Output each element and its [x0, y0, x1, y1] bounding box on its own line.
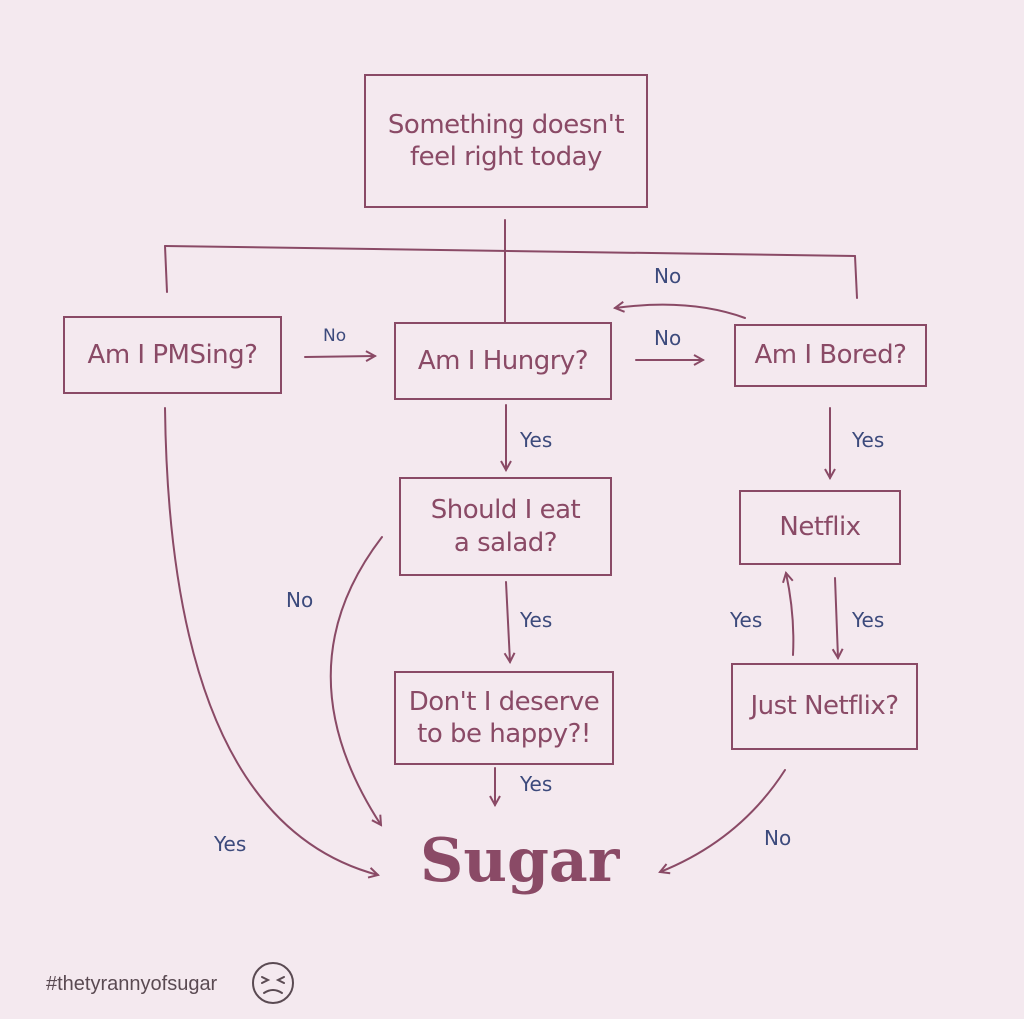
- label-bored-netflix: Yes: [852, 428, 885, 452]
- node-hungry: Am I Hungry?: [394, 322, 612, 400]
- edge-branch-pms: [164, 245, 168, 293]
- node-bored: Am I Bored?: [734, 324, 927, 387]
- label-salad-deserve: Yes: [520, 608, 553, 632]
- edge-branch-bar: [164, 245, 856, 257]
- label-just-netflix: Yes: [730, 608, 763, 632]
- grimace-face-icon: [252, 962, 294, 1004]
- edge-bored-back: [615, 305, 746, 319]
- edge-salad-deserve: [506, 581, 510, 662]
- label-hungry-bored: No: [654, 326, 682, 350]
- edge-branch-bored: [854, 255, 858, 299]
- node-deserve: Don't I deserve to be happy?!: [394, 671, 614, 765]
- hashtag-footer: #thetyrannyofsugar: [46, 973, 218, 995]
- edge-salad-no: [329, 536, 383, 825]
- label-salad-no: No: [286, 588, 314, 612]
- edge-pms-sugar: [164, 407, 378, 875]
- label-just-sugar: No: [764, 826, 792, 850]
- edge-just-netflix: [786, 573, 795, 656]
- label-netflix-just: Yes: [852, 608, 885, 632]
- node-pms: Am I PMSing?: [63, 316, 282, 394]
- node-sugar: Sugar: [420, 826, 620, 896]
- label-pms-sugar: Yes: [214, 832, 247, 856]
- edge-just-sugar: [660, 769, 786, 872]
- node-salad: Should I eat a salad?: [399, 477, 612, 576]
- node-netflix: Netflix: [739, 490, 901, 565]
- edge-netflix-just: [835, 577, 838, 658]
- edge-pms-hungry: [304, 356, 375, 357]
- node-just-netflix: Just Netflix?: [731, 663, 918, 750]
- label-pms-hungry: No: [323, 326, 347, 346]
- label-hungry-salad: Yes: [520, 428, 553, 452]
- label-bored-back: No: [654, 264, 682, 288]
- node-start: Something doesn't feel right today: [364, 74, 648, 208]
- label-deserve-sugar: Yes: [520, 772, 553, 796]
